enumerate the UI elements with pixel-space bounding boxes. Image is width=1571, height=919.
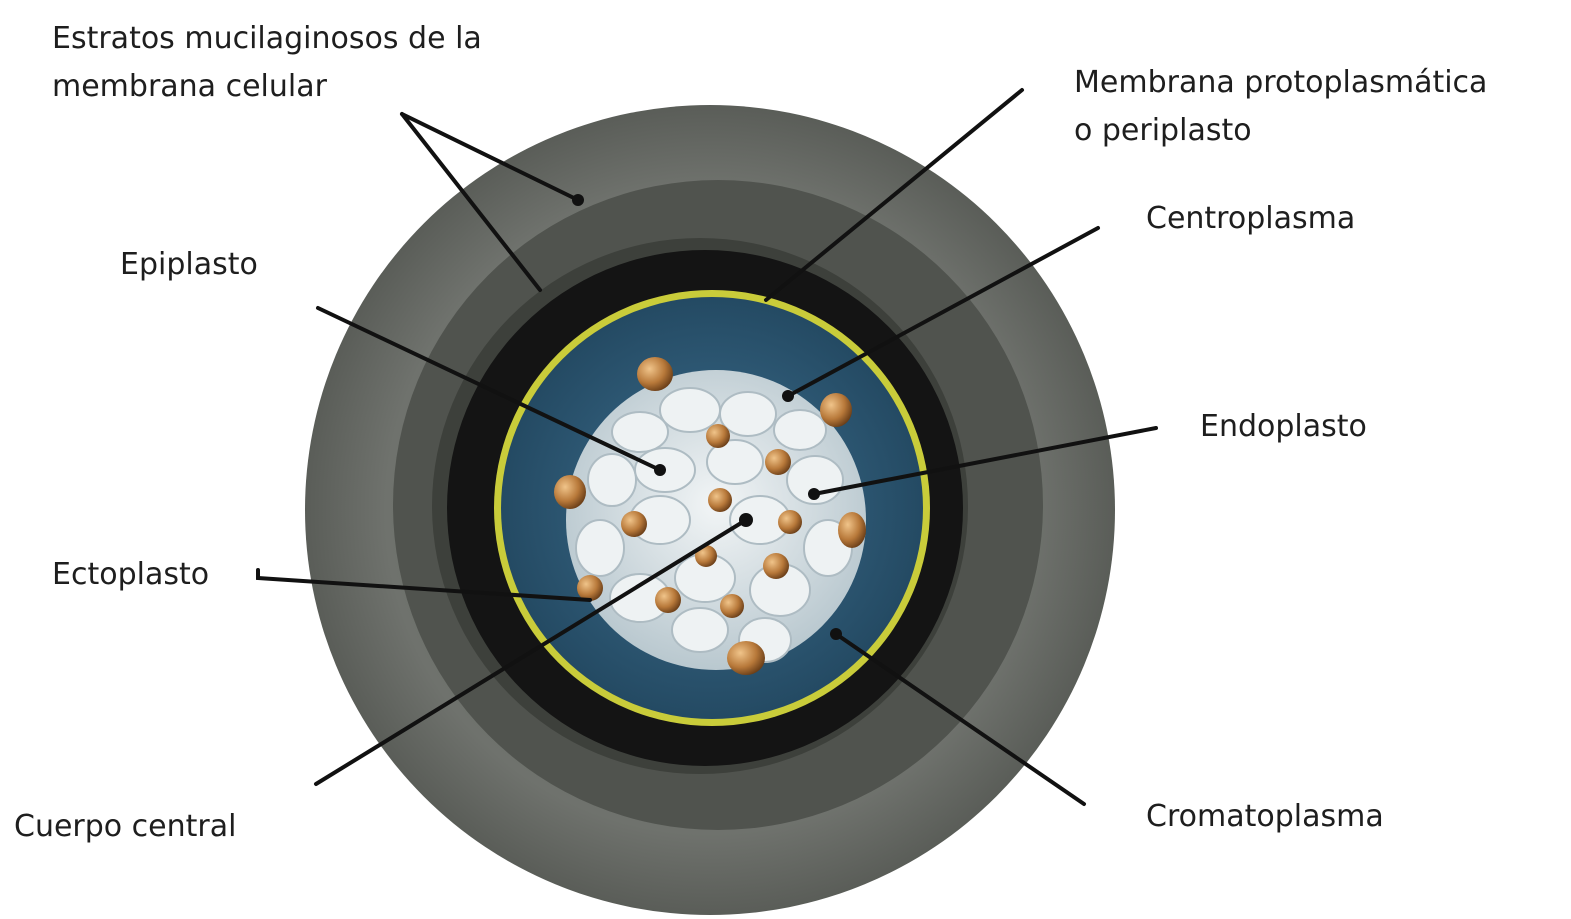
label-endoplasto: Endoplasto (1200, 404, 1367, 450)
leader-dot-cromatoplasma (830, 628, 842, 640)
label-epiplasto: Epiplasto (120, 242, 258, 288)
label-membrana-line2: o periplasto (1074, 108, 1252, 154)
label-cuerpo-central: Cuerpo central (14, 804, 236, 850)
label-membrana-line1: Membrana protoplasmática (1074, 60, 1487, 106)
label-cromatoplasma: Cromatoplasma (1146, 794, 1384, 840)
label-estratos-line1: Estratos mucilaginosos de la (52, 16, 482, 62)
label-ectoplasto: Ectoplasto (52, 552, 209, 598)
label-centroplasma: Centroplasma (1146, 196, 1355, 242)
leader-dot-cuerpo-central (739, 513, 753, 527)
leader-dot-endoplasto (808, 488, 820, 500)
label-estratos-line2: membrana celular (52, 64, 327, 110)
leader-dot-epiplasto (654, 464, 666, 476)
leader-dot-estratos (572, 194, 584, 206)
leader-dot-centroplasma (782, 390, 794, 402)
